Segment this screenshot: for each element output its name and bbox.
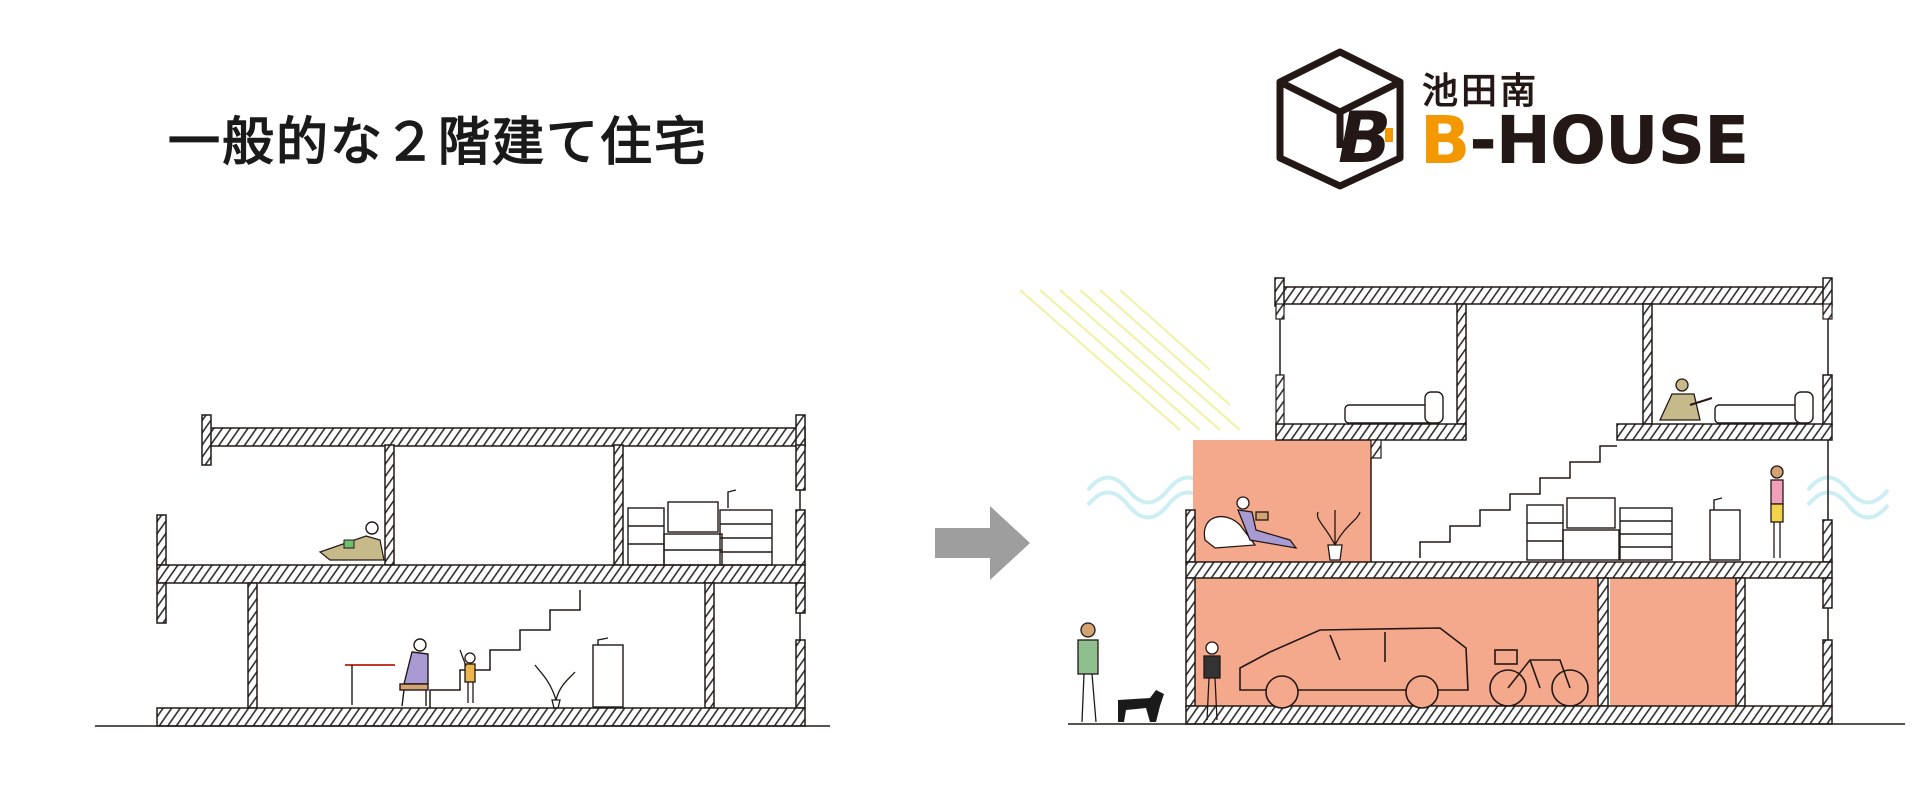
child-icon [1203,641,1221,721]
brand-prefix: 池田南 [1422,71,1540,112]
reading-person-icon [318,521,385,561]
brand-accent-char: B [1420,102,1470,179]
walking-person-icon [1077,622,1099,723]
reading-chair-icon [1203,496,1298,549]
bicycle-icon [1489,649,1589,707]
dog-icon [1118,690,1164,722]
child-icon [459,649,476,703]
svg-text:B: B [1338,97,1391,179]
arrow-right-icon [935,506,1030,580]
car-icon [1239,627,1469,709]
bed-icon [1344,391,1814,424]
standing-person-icon [1770,465,1784,558]
sunlight-rays-icon [1019,289,1241,431]
garage-highlight [1193,578,1598,706]
storage-highlight [1610,578,1736,706]
plant-icon [534,664,576,709]
b-house-section [1019,277,1905,725]
left-title: 一般的な２階建て住宅 [168,113,709,173]
standard-house-section [95,414,830,727]
wind-waves-icon [1086,475,1890,520]
plant-icon [1316,510,1361,561]
guitar-player-icon [1658,378,1713,421]
brand-name: B-HOUSE [1420,108,1749,174]
brand-name-rest: -HOUSE [1469,102,1749,179]
cube-b-logo-icon: B [1276,48,1404,190]
